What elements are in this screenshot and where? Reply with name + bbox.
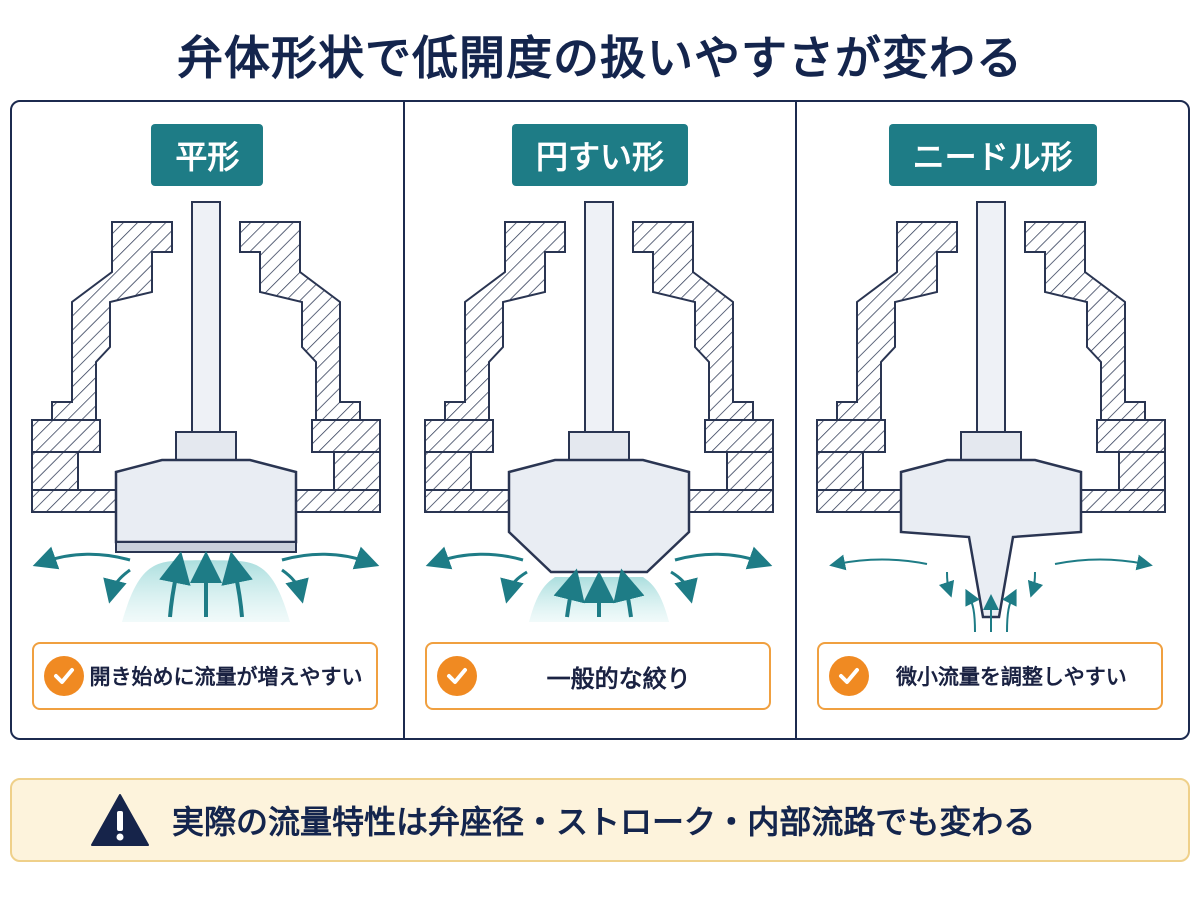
valve-stem — [191, 201, 221, 433]
panel-title-needle: ニードル形 — [888, 124, 1097, 186]
flat-valve-diagram — [31, 201, 381, 622]
panel-cone: 円すい形 — [402, 102, 796, 738]
needle-disk — [900, 458, 1083, 619]
caption-flat: 開き始めに流量が増えやすい — [32, 642, 378, 710]
caption-text-cone: 一般的な絞り — [546, 664, 691, 693]
comparison-panels: 平形 — [10, 100, 1190, 740]
panel-flat: 平形 — [12, 102, 403, 738]
check-circle-icon — [436, 656, 477, 696]
panel-title-flat: 平形 — [151, 124, 264, 186]
cone-valve-diagram — [423, 201, 774, 622]
needle-valve-diagram — [816, 201, 1167, 632]
caption-text-flat: 開き始めに流量が増えやすい — [89, 665, 363, 689]
caption-cone: 一般的な絞り — [424, 642, 771, 710]
note-box: 実際の流量特性は弁座径・ストローク・内部流路でも変わる — [10, 778, 1190, 862]
page-title: 弁体形状で低開度の扱いやすさが変わる — [177, 31, 1023, 85]
caption-text-needle: 微小流量を調整しやすい — [895, 665, 1127, 689]
check-circle-icon — [44, 656, 84, 696]
panel-title-cone: 円すい形 — [511, 124, 689, 186]
cone-disk — [507, 458, 690, 574]
note-text: 実際の流量特性は弁座径・ストローク・内部流路でも変わる — [172, 803, 1036, 841]
panel-needle: ニードル形 — [795, 102, 1188, 738]
check-circle-icon — [829, 656, 870, 696]
flat-disk — [114, 458, 298, 544]
warning-triangle-icon — [91, 794, 149, 846]
caption-needle: 微小流量を調整しやすい — [817, 642, 1164, 710]
